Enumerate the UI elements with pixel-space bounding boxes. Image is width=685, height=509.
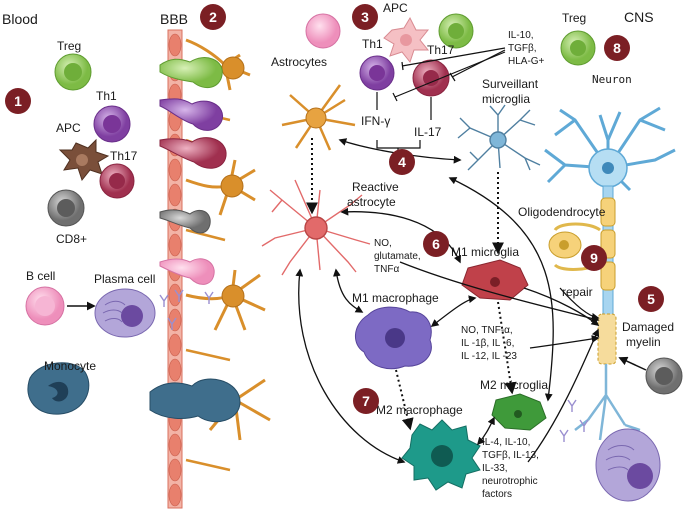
- th1-blood-label: Th1: [96, 89, 117, 103]
- m1-factor-1: NO, TNF-α,: [461, 325, 513, 336]
- treg-factor-3: HLA-G+: [508, 56, 545, 67]
- plasma-cell-label: Plasma cell: [94, 272, 155, 286]
- th1-cns-cell: [359, 55, 395, 91]
- treg-inhibition-lines: [392, 47, 506, 102]
- treg-cns-green-cell: [438, 13, 474, 49]
- apc-cns-cell: [383, 16, 430, 64]
- m2-microglia-label: M2 microglia: [480, 378, 548, 392]
- astrocyte-cns: [281, 84, 356, 151]
- cd8-cns-cell: [645, 357, 683, 395]
- m1-macrophage-label: M1 macrophage: [352, 291, 439, 305]
- astro-factor-1: NO,: [374, 238, 392, 249]
- surveillant-microglia-label-1: Surveillant: [482, 77, 539, 91]
- m2-factor-5: factors: [482, 489, 512, 500]
- damaged-myelin-segment: [574, 313, 641, 441]
- treg-factor-2: TGFβ,: [508, 43, 537, 54]
- cns-label: CNS: [624, 9, 654, 25]
- svg-text:1: 1: [14, 93, 22, 109]
- apc-blood-cell: [58, 138, 110, 182]
- badge-9: 9: [581, 245, 607, 271]
- migrating-cells: [149, 57, 241, 423]
- cd8-label: CD8+: [56, 232, 87, 246]
- svg-text:8: 8: [613, 40, 621, 56]
- th17-blood-cell: [99, 163, 135, 199]
- reactive-astrocyte-label-1: Reactive: [352, 180, 399, 194]
- b-cell-label: B cell: [26, 269, 55, 283]
- badge-4: 4: [389, 149, 415, 175]
- th17-blood-label: Th17: [110, 149, 138, 163]
- th1-cns-label: Th1: [362, 37, 383, 51]
- svg-text:6: 6: [432, 236, 440, 252]
- antibodies: [159, 289, 214, 330]
- neuron-label: Neuron: [592, 73, 632, 86]
- svg-text:4: 4: [398, 154, 406, 170]
- damaged-myelin-label-1: Damaged: [622, 320, 674, 334]
- th17-cns-label: Th17: [427, 43, 455, 57]
- interaction-arrows: [295, 138, 600, 464]
- m2-factor-2: TGFβ, IL-13,: [482, 450, 539, 461]
- treg-blood-cell: [54, 53, 92, 91]
- surveillant-microglia-cell: [457, 104, 541, 171]
- m2-factor-3: IL-33,: [482, 463, 508, 474]
- apc-blood-label: APC: [56, 121, 81, 135]
- m1-factor-3: IL -12, IL -23: [461, 351, 517, 362]
- cd8-to-myelin-arrow: [618, 356, 647, 371]
- treg-cns-label: Treg: [562, 11, 586, 25]
- th1-blood-cell: [93, 105, 131, 143]
- badge-7: 7: [353, 388, 379, 414]
- m1-macrophage-cell: [355, 306, 432, 370]
- badge-1: 1: [5, 88, 31, 114]
- treg-cns-cell: [560, 30, 596, 66]
- b-cell: [25, 286, 65, 326]
- svg-text:9: 9: [590, 250, 598, 266]
- damaged-myelin-label-2: myelin: [626, 335, 661, 349]
- astro-factor-3: TNFα: [374, 264, 399, 275]
- repair-label: repair: [562, 285, 593, 299]
- m1-factor-2: IL -1β, IL -6,: [461, 338, 514, 349]
- il17-label: IL-17: [414, 125, 442, 139]
- m2-microglia-cell: [491, 393, 547, 431]
- surveillant-microglia-label-2: microglia: [482, 92, 530, 106]
- plasma-cell-cns: [595, 428, 661, 502]
- reactive-astrocyte-label-2: astrocyte: [347, 195, 396, 209]
- astrocytes-label: Astrocytes: [271, 55, 327, 69]
- blood-label: Blood: [2, 11, 38, 27]
- monocyte-cell: [27, 362, 90, 415]
- oligodendrocyte-label: Oligodendrocyte: [518, 205, 606, 219]
- astro-factor-2: glutamate,: [374, 251, 421, 262]
- svg-text:2: 2: [209, 9, 217, 25]
- monocyte-label: Monocyte: [44, 359, 96, 373]
- m2-macrophage-label: M2 macrophage: [376, 403, 463, 417]
- treg-blood-label: Treg: [57, 39, 81, 53]
- th17-cns-cell: [412, 59, 450, 97]
- m2-factor-4: neurotrophic: [482, 476, 538, 487]
- badge-6: 6: [423, 231, 449, 257]
- cns-antibodies: [559, 399, 589, 442]
- cd8-cell: [47, 189, 85, 227]
- ifn-gamma-label: IFN-γ: [361, 114, 390, 128]
- plasma-cell: [94, 288, 156, 338]
- badge-3: 3: [352, 4, 378, 30]
- svg-text:3: 3: [361, 9, 369, 25]
- apc-cns-label: APC: [383, 1, 408, 15]
- m2-factor-1: IL-4, IL-10,: [482, 437, 530, 448]
- svg-text:7: 7: [362, 393, 370, 409]
- badge-2: 2: [200, 4, 226, 30]
- astrocyte-pink-cell: [305, 13, 341, 49]
- m2-macrophage-cell: [401, 419, 481, 491]
- treg-factor-1: IL-10,: [508, 30, 534, 41]
- badge-8: 8: [604, 35, 630, 61]
- badge-5: 5: [638, 286, 664, 312]
- m1-microglia-label: M1 microglia: [451, 245, 519, 259]
- bbb-label: BBB: [160, 11, 188, 27]
- svg-text:5: 5: [647, 291, 655, 307]
